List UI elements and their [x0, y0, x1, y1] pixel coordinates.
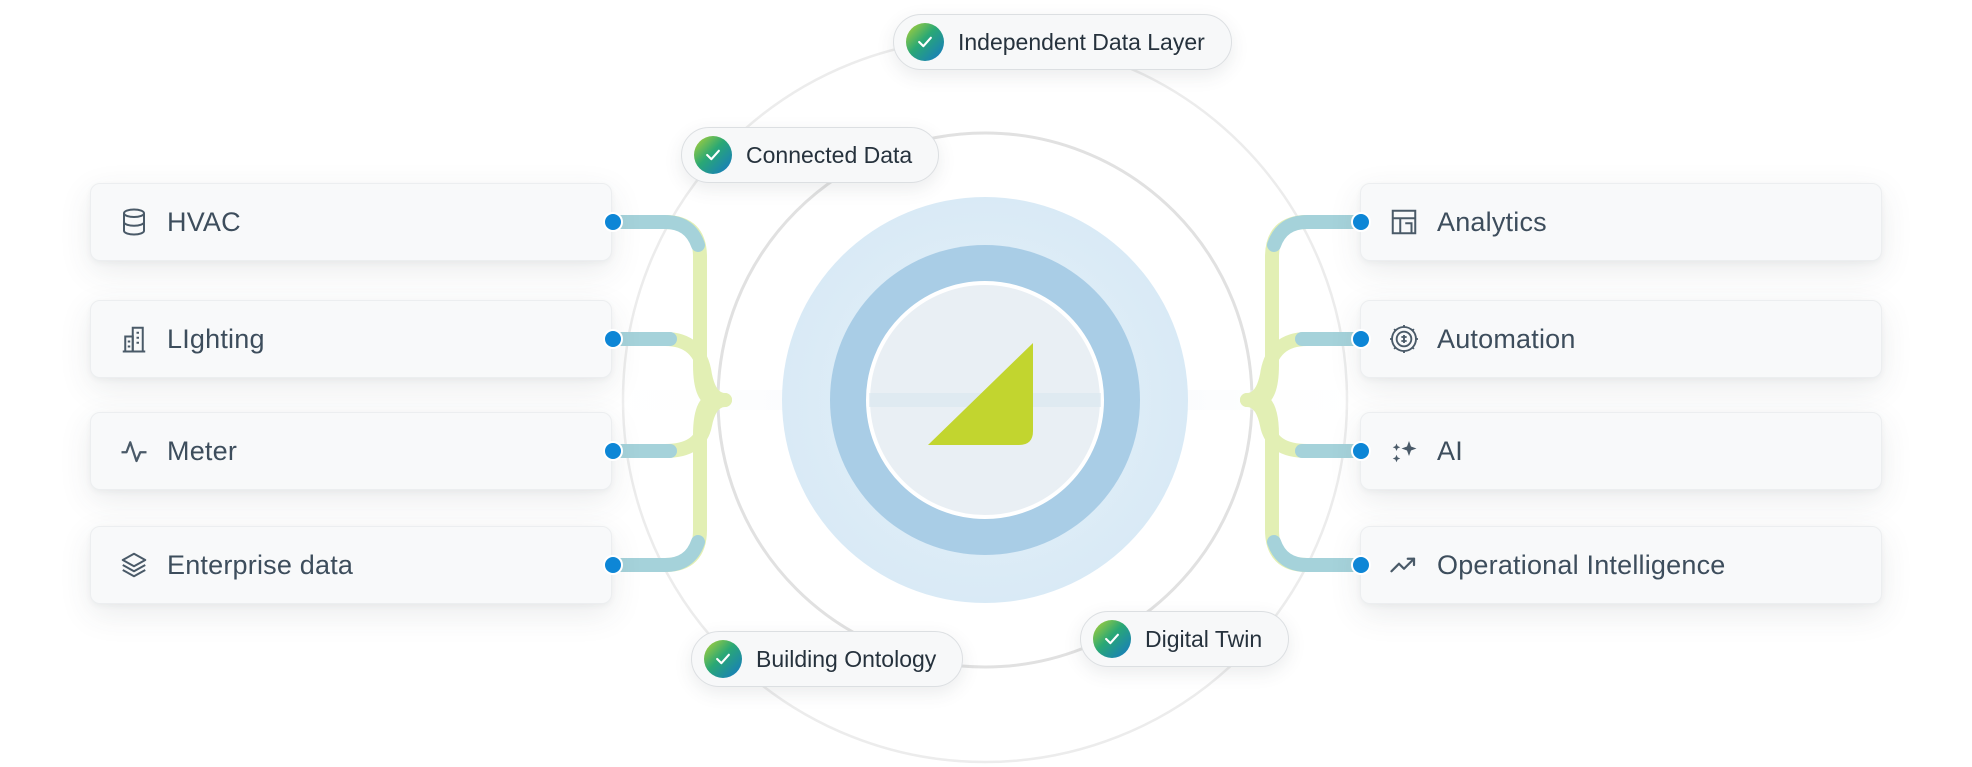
pill-independent-data-layer: Independent Data Layer [893, 14, 1232, 70]
input-card-meter: Meter [90, 412, 612, 490]
gear-brain-icon [1387, 322, 1421, 356]
input-label: Meter [167, 435, 238, 466]
output-card-analytics: Analytics [1360, 183, 1882, 261]
input-label: Enterprise data [167, 549, 354, 580]
sparkle-icon [1387, 434, 1421, 468]
connector-dot-hvac [603, 212, 623, 232]
left-connectors [605, 215, 732, 572]
pill-label: Building Ontology [756, 645, 937, 672]
check-icon [1093, 620, 1131, 658]
connector-dot-ai [1351, 441, 1371, 461]
output-card-ai: AI [1360, 412, 1882, 490]
check-icon [906, 23, 944, 61]
connector-dot-automation [1351, 329, 1371, 349]
input-card-hvac: HVAC [90, 183, 612, 261]
output-card-automation: Automation [1360, 300, 1882, 378]
check-icon [694, 136, 732, 174]
output-card-operational-intelligence: Operational Intelligence [1360, 526, 1882, 604]
layers-icon [117, 548, 151, 582]
database-icon [117, 205, 151, 239]
layout-icon [1387, 205, 1421, 239]
building-icon [117, 322, 151, 356]
pulse-icon [117, 434, 151, 468]
output-label: Automation [1437, 323, 1576, 354]
pill-digital-twin: Digital Twin [1080, 611, 1290, 667]
pill-label: Independent Data Layer [958, 28, 1205, 55]
trend-up-icon [1387, 548, 1421, 582]
triangle-logo-icon [928, 343, 1033, 445]
input-card-enterprise-data: Enterprise data [90, 526, 612, 604]
input-card-lighting: LIghting [90, 300, 612, 378]
pill-label: Connected Data [746, 141, 913, 168]
right-connectors [1240, 215, 1367, 572]
pill-building-ontology: Building Ontology [691, 631, 964, 687]
connector-dot-enterprise-data [603, 555, 623, 575]
pill-label: Digital Twin [1145, 625, 1263, 652]
check-icon [704, 640, 742, 678]
connector-dot-analytics [1351, 212, 1371, 232]
pill-connected-data: Connected Data [681, 127, 940, 183]
connector-dot-lighting [603, 329, 623, 349]
input-label: HVAC [167, 206, 241, 237]
connector-dot-operational-intelligence [1351, 555, 1371, 575]
connector-dot-meter [603, 441, 623, 461]
output-label: AI [1437, 435, 1463, 466]
output-label: Analytics [1437, 206, 1547, 237]
input-label: LIghting [167, 323, 265, 354]
output-label: Operational Intelligence [1437, 549, 1726, 580]
